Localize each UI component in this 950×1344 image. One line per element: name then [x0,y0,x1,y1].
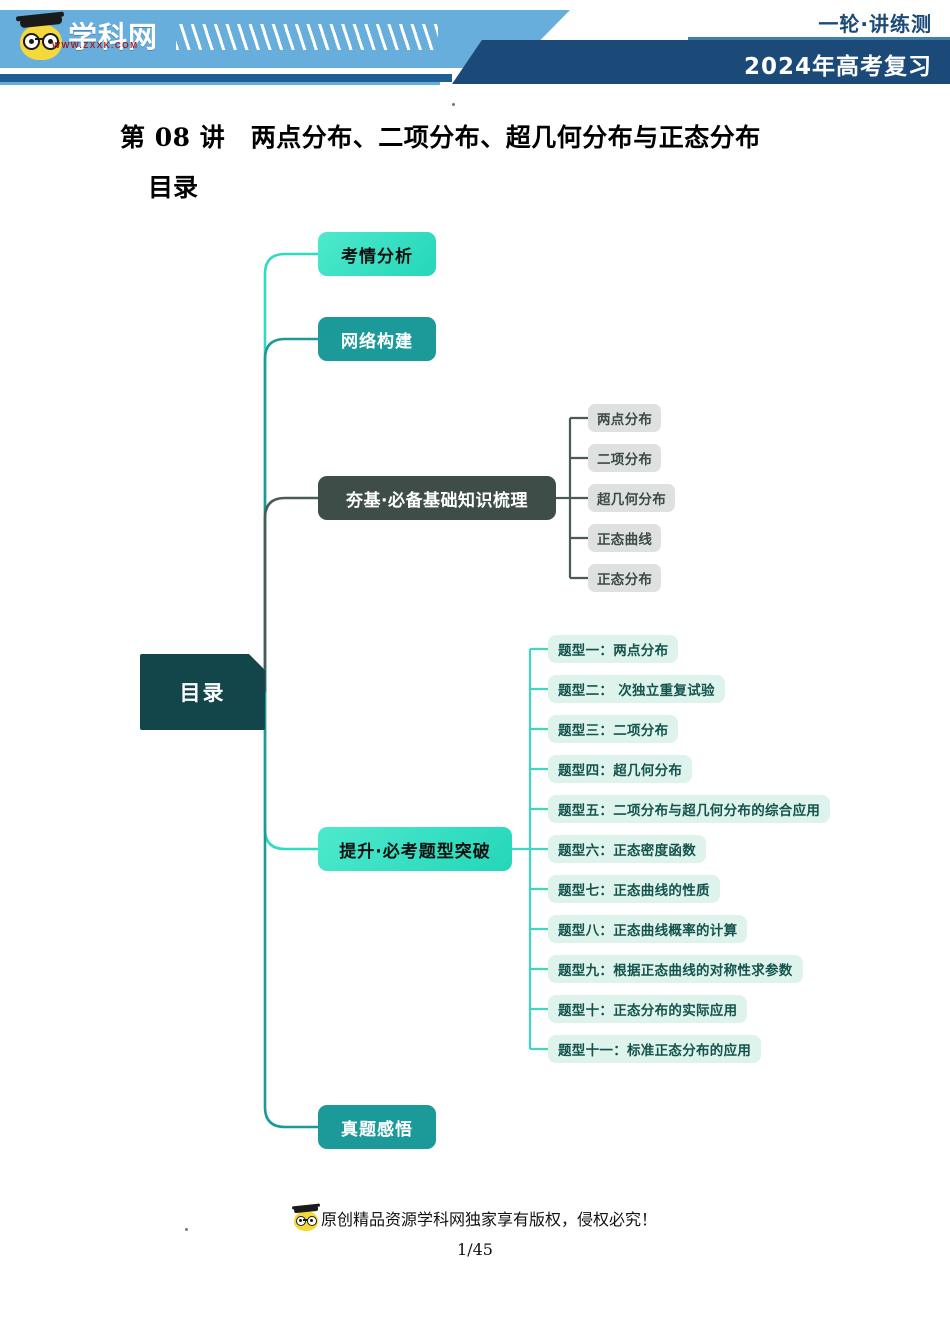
mindmap-leaf-label: 题型三：二项分布 [558,723,669,739]
mindmap-branch-label: 考情分析 [341,246,413,267]
mindmap-branch-zhenti[interactable]: 真题感悟 [318,1105,436,1149]
mindmap-leaf-label: 题型六：正态密度函数 [558,843,696,859]
mindmap-leaf-label: 题型八：正态曲线概率的计算 [558,923,738,939]
banner-left-rule [0,74,452,82]
mindmap-leaf[interactable]: 题型二： 次独立重复试验 [548,675,725,703]
brand-website-url: WWW.ZXXK.COM [52,40,139,50]
mindmap-leaf-label: 题型九：根据正态曲线的对称性求参数 [558,963,793,979]
mindmap-root-label: 目录 [179,681,226,705]
page-number: 1/45 [457,1240,493,1259]
mindmap-root-node[interactable]: 目录 [140,654,265,730]
mindmap-leaf-label: 正态分布 [597,572,653,588]
mindmap-connectors [263,252,588,1129]
mindmap-leaf[interactable]: 正态分布 [588,564,662,592]
page-footer: 原创精品资源学科网独家享有版权，侵权必究！ [0,1203,950,1236]
scan-artifact-dot-lower [185,1228,188,1231]
brand-name: 学科网 [68,19,159,54]
mindmap-leaf-label: 题型十一：标准正态分布的应用 [558,1043,752,1059]
mindmap-branch-kaoqing[interactable]: 考情分析 [318,232,436,276]
mindmap-branch-hangji[interactable]: 夯基·必备基础知识梳理 [318,476,556,520]
diagonal-hatch-decoration [176,24,438,50]
owl-mascot-icon-footer [291,1203,321,1231]
mindmap-leaf[interactable]: 超几何分布 [588,484,675,512]
mindmap-leaf-label: 题型四：超几何分布 [558,763,683,779]
banner-series-label: 一轮·讲练测 [818,12,932,36]
mindmap-branch-tisheng[interactable]: 提升·必考题型突破 [318,827,512,871]
mindmap-leaf[interactable]: 题型三：二项分布 [548,715,679,743]
mindmap-leaf[interactable]: 题型四：超几何分布 [548,755,693,783]
page-title: 第 08 讲 两点分布、二项分布、超几何分布与正态分布 [120,123,761,152]
site-logo: 学科网 [15,11,159,60]
banner-right-rule [688,37,950,40]
mindmap-branch-label: 夯基·必备基础知识梳理 [346,490,528,511]
mindmap-leaf[interactable]: 题型九：根据正态曲线的对称性求参数 [548,955,803,983]
mindmap-leaf-label: 二项分布 [597,452,653,468]
mindmap-leaf[interactable]: 题型十一：标准正态分布的应用 [548,1035,762,1063]
mindmap-leaf[interactable]: 题型六：正态密度函数 [548,835,706,863]
page-header-banner: 学科网 WWW.ZXXK.COM 一轮·讲练测 2024年高考复习 [0,0,950,92]
mindmap-branch-wangluo[interactable]: 网络构建 [318,317,436,361]
mindmap-leaf[interactable]: 题型一：两点分布 [548,635,679,663]
mindmap-leaf[interactable]: 题型十：正态分布的实际应用 [548,995,748,1023]
scan-artifact-dot [452,103,455,106]
mindmap-leaf[interactable]: 两点分布 [588,404,662,432]
copyright-notice: 原创精品资源学科网独家享有版权，侵权必究！ [320,1210,657,1229]
mindmap-leaf-label: 题型二： 次独立重复试验 [558,683,715,699]
mindmap-leaf[interactable]: 二项分布 [588,444,662,472]
banner-left-rule-secondary [0,82,440,85]
owl-mascot-icon [15,11,65,60]
mindmap-leaf-label: 超几何分布 [597,492,666,508]
mindmap-leaf-label: 正态曲线 [597,532,653,548]
mindmap-leaf-label: 题型五：二项分布与超几何分布的综合应用 [558,803,821,819]
mindmap-branch-label: 网络构建 [341,331,413,352]
banner-year-label: 2024年高考复习 [743,54,932,80]
page-subtitle: 目录 [148,173,199,202]
mindmap-leaf[interactable]: 正态曲线 [588,524,662,552]
mindmap-leaf-label: 题型七：正态曲线的性质 [558,883,710,899]
mindmap-branch-label: 提升·必考题型突破 [339,841,491,862]
mindmap-leaf[interactable]: 题型七：正态曲线的性质 [548,875,720,903]
mindmap-leaf-label: 两点分布 [597,412,653,428]
mindmap-leaf[interactable]: 题型五：二项分布与超几何分布的综合应用 [548,795,831,823]
mindmap-leaf-label: 题型一：两点分布 [558,643,669,659]
mindmap-leaf-label: 题型十：正态分布的实际应用 [558,1003,738,1019]
mindmap-branch-label: 真题感悟 [341,1119,413,1140]
banner-dark-blue-shape [452,40,950,84]
mindmap-diagram: 目录 考情分析 网络构建 夯基·必备基础知识梳理 提升·必考题型突破 真题感悟 … [0,200,950,1190]
mindmap-leaf[interactable]: 题型八：正态曲线概率的计算 [548,915,748,943]
